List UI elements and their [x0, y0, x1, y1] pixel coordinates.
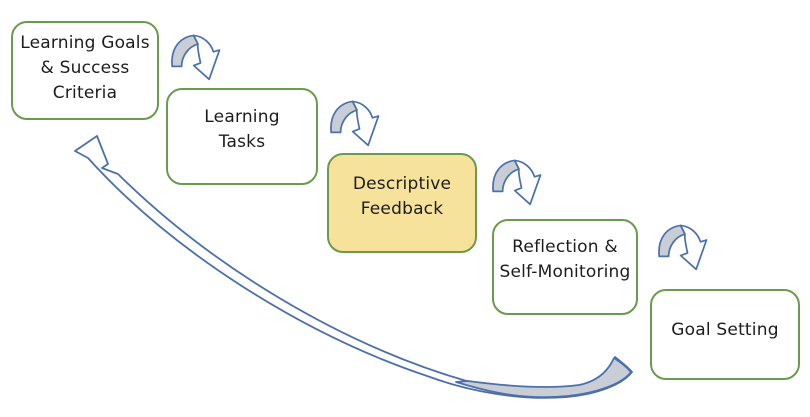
box-label-line: Learning Goals [20, 33, 150, 53]
box-reflection-self-monitoring: Reflection & Self-Monitoring [492, 219, 638, 315]
box-label-line: Tasks [218, 131, 266, 152]
box-label-line: Self-Monitoring [499, 262, 631, 282]
step-arrow-1-icon [171, 34, 221, 81]
return-arrow-icon [74, 135, 633, 399]
box-goal-setting: Goal Setting [650, 289, 800, 380]
step-arrow-4-icon [658, 224, 708, 271]
box-label-line: Learning [204, 106, 280, 127]
box-label-line: Feedback [360, 199, 444, 219]
box-learning-tasks: Learning Tasks [166, 88, 318, 185]
box-label-line: Reflection & [512, 237, 618, 257]
box-label-line: Criteria [52, 83, 118, 103]
box-learning-goals: Learning Goals & Success Criteria [11, 21, 159, 120]
box-label-line: & Success [40, 58, 130, 78]
box-label-line: Descriptive [352, 174, 452, 194]
box-label-line: Goal Setting [671, 320, 779, 340]
step-arrow-3-icon [492, 159, 542, 206]
box-descriptive-feedback: Descriptive Feedback [327, 153, 477, 253]
step-arrow-2-icon [330, 100, 380, 147]
